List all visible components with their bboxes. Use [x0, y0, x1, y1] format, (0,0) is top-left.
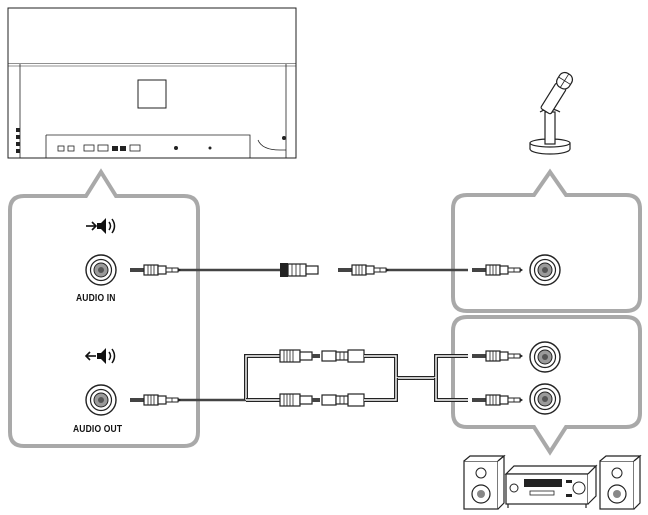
audio-out-label: AUDIO OUT — [73, 424, 123, 435]
speaker-port-1 — [529, 341, 561, 373]
microphone-icon — [529, 71, 574, 155]
audio-in-cable — [129, 263, 524, 277]
audio-in-port — [85, 254, 117, 286]
monitor-audio-panel — [8, 168, 200, 448]
monitor-back-icon — [7, 7, 297, 159]
speaker-icon — [463, 454, 506, 510]
audio-in-label: AUDIO IN — [76, 293, 116, 304]
audio-out-port — [85, 384, 117, 416]
microphone-panel — [451, 168, 642, 313]
speaker-port-2 — [529, 383, 561, 415]
audio-out-icon — [84, 348, 116, 364]
speaker-icon — [599, 454, 642, 510]
av-receiver-icon — [504, 464, 598, 508]
microphone-port — [529, 254, 561, 286]
audio-out-cable — [129, 349, 524, 407]
audio-in-icon — [86, 218, 116, 234]
